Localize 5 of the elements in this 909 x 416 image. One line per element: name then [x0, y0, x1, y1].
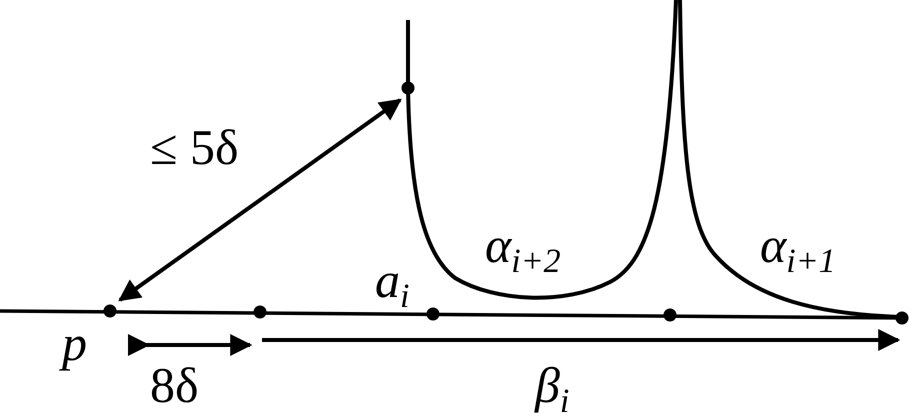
math-label: 8δ	[150, 360, 199, 410]
math-label: α$_{i+1}$	[760, 220, 836, 270]
math-label: ≤ 5δ	[150, 122, 239, 172]
math-label: a$_{i}$	[375, 255, 410, 305]
math-label: α$_{i+2}$	[485, 220, 561, 270]
